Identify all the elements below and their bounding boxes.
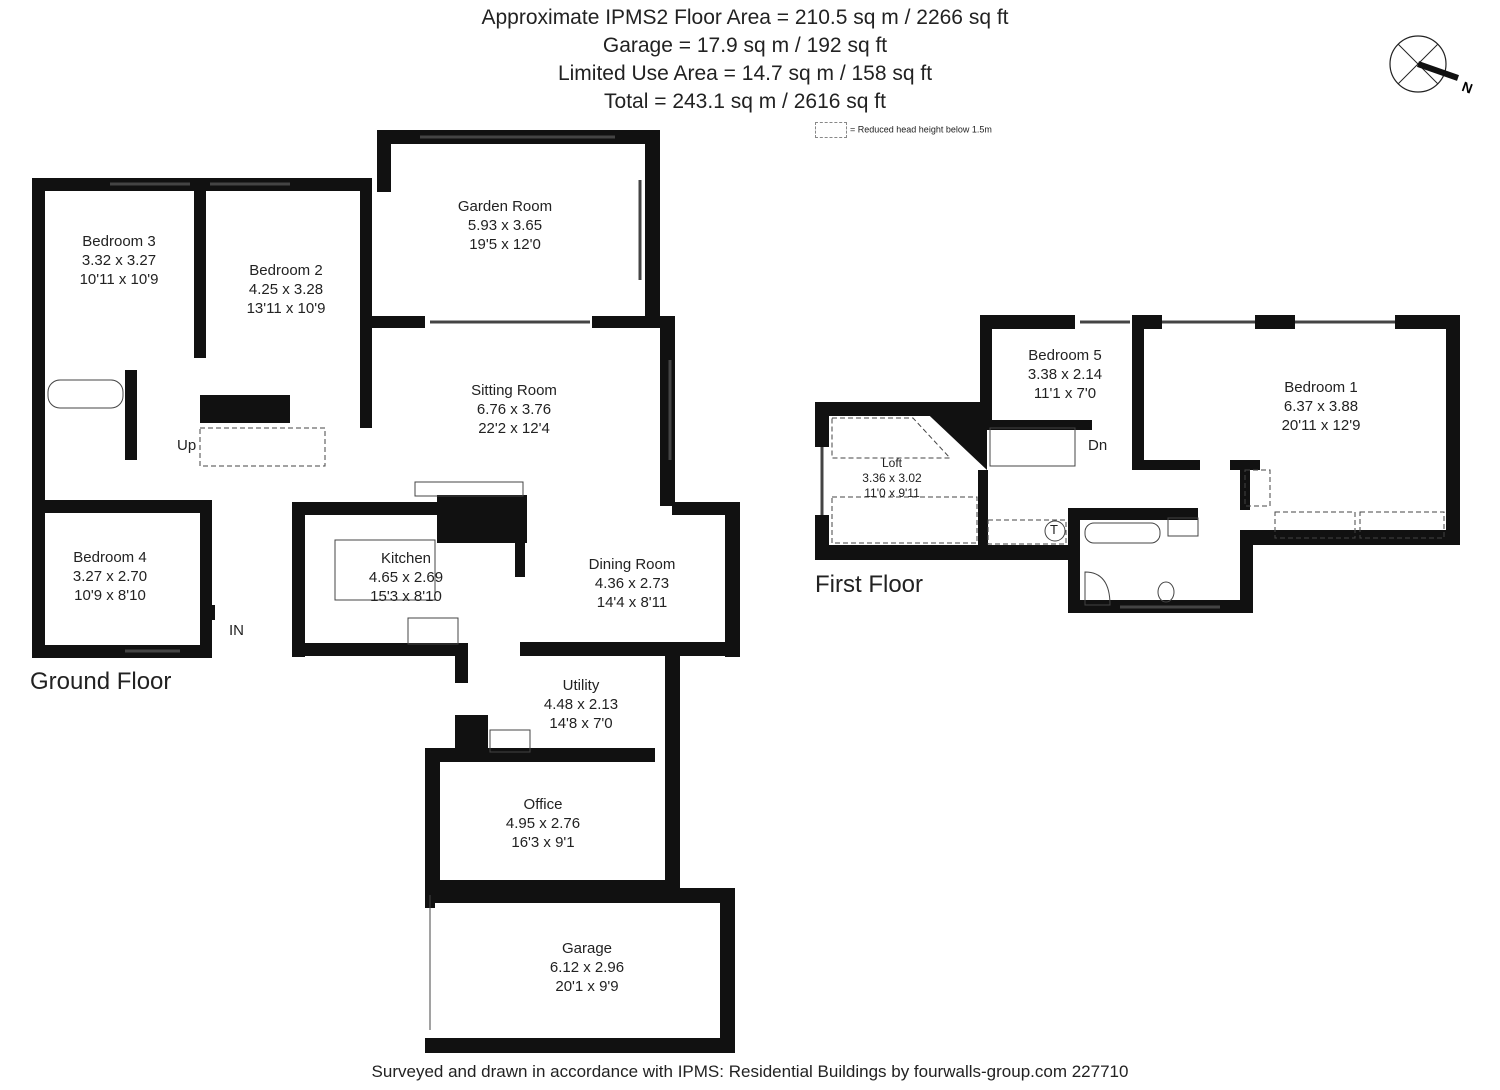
ground-floor-walls <box>32 130 740 1053</box>
legend-text: = Reduced head height below 1.5m <box>850 124 992 135</box>
total-area-line: Total = 243.1 sq m / 2616 sq ft <box>604 90 886 113</box>
stairs-down-label: Dn <box>1088 437 1108 454</box>
first-floor-walls <box>815 315 1460 613</box>
floor-area-line: Approximate IPMS2 Floor Area = 210.5 sq … <box>481 6 1009 29</box>
garage-area-line: Garage = 17.9 sq m / 192 sq ft <box>602 34 888 57</box>
legend: = Reduced head height below 1.5m <box>815 122 992 138</box>
entrance-label: IN <box>229 622 244 639</box>
ground-floor-title: Ground Floor <box>30 668 172 695</box>
limited-use-area-line: Limited Use Area = 14.7 sq m / 158 sq ft <box>557 62 933 85</box>
water-tank-label: T <box>1050 522 1058 537</box>
north-label: N <box>1460 78 1475 96</box>
footer-credit: Surveyed and drawn in accordance with IP… <box>371 1062 1129 1081</box>
stairs-up-label: Up <box>177 437 197 454</box>
dashed-box-icon <box>815 122 847 138</box>
ground-floor-fixtures <box>47 135 672 1030</box>
first-floor-fixtures <box>820 320 1445 609</box>
compass-icon: N <box>1389 35 1475 97</box>
first-floor-title: First Floor <box>815 571 923 598</box>
